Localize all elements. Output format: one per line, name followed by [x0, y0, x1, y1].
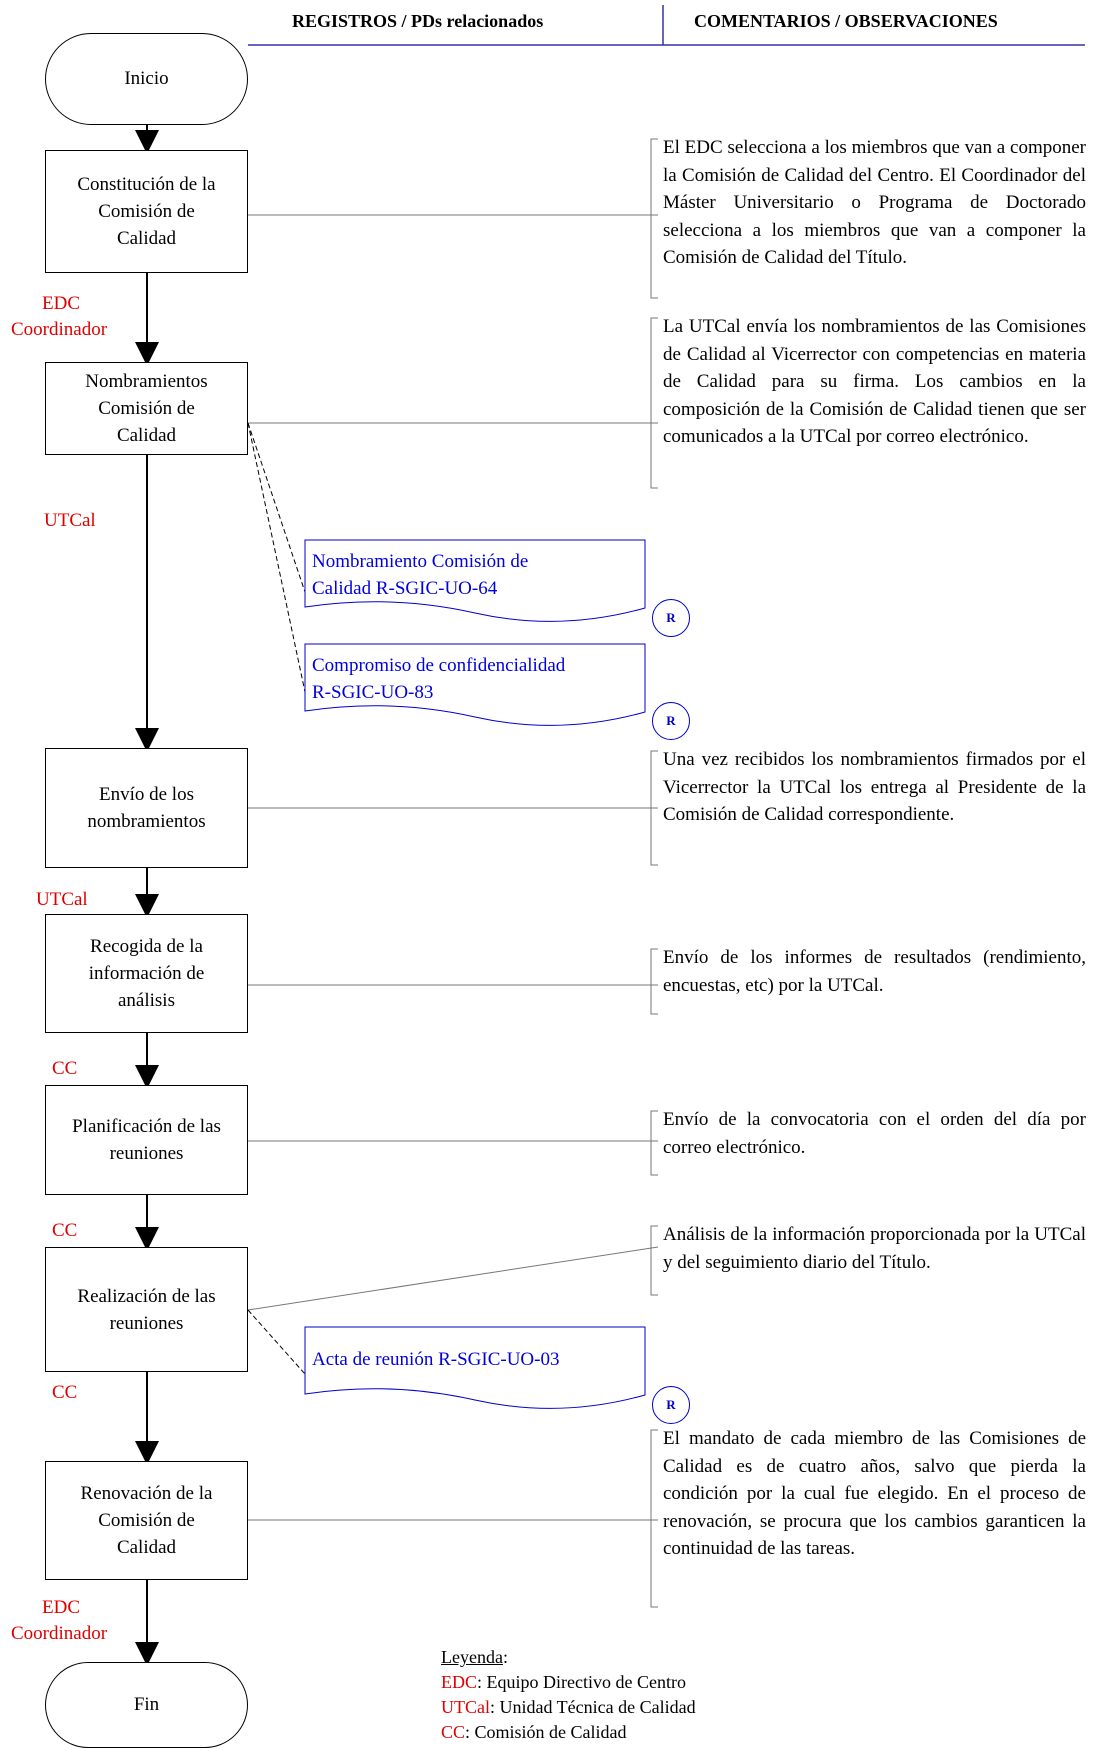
end-terminal: Fin — [45, 1662, 248, 1748]
header-records: REGISTROS / PDs relacionados — [292, 11, 544, 31]
record-badge: R — [652, 599, 690, 637]
header-comments: COMENTARIOS / OBSERVACIONES — [694, 11, 998, 31]
role-label: CC — [52, 1220, 78, 1241]
role-label: UTCal — [36, 889, 88, 910]
role-label: CC — [52, 1382, 78, 1403]
record-badge: R — [652, 702, 690, 740]
legend-title: Leyenda: — [441, 1647, 508, 1667]
role-label: CC — [52, 1058, 78, 1079]
comment-nombramientos: La UTCal envía los nombramientos de las … — [663, 316, 1086, 447]
comment-realizacion: Análisis de la información proporcionada… — [663, 1224, 1086, 1273]
comment-planificacion: Envío de la convocatoria con el orden de… — [663, 1109, 1086, 1158]
comment-envio: Una vez recibidos los nombramientos firm… — [663, 749, 1086, 825]
role-label: EDC — [42, 293, 80, 314]
role-label: Coordinador — [11, 1623, 108, 1644]
role-label: UTCal — [44, 510, 96, 531]
comment-constitucion: El EDC selecciona a los miembros que van… — [663, 137, 1086, 268]
record-badge: R — [652, 1386, 690, 1424]
legend-item: CC: Comisión de Calidad — [441, 1722, 627, 1742]
legend-item: EDC: Equipo Directivo de Centro — [441, 1672, 686, 1692]
comment-recogida: Envío de los informes de resultados (ren… — [663, 947, 1086, 996]
role-label: Coordinador — [11, 319, 108, 340]
comment-renovacion: El mandato de cada miembro de las Comisi… — [663, 1428, 1086, 1559]
legend-item: UTCal: Unidad Técnica de Calidad — [441, 1697, 696, 1717]
start-terminal: Inicio — [45, 33, 248, 125]
role-label: EDC — [42, 1597, 80, 1618]
record-acta: Acta de reunión R-SGIC-UO-03 — [312, 1349, 560, 1370]
